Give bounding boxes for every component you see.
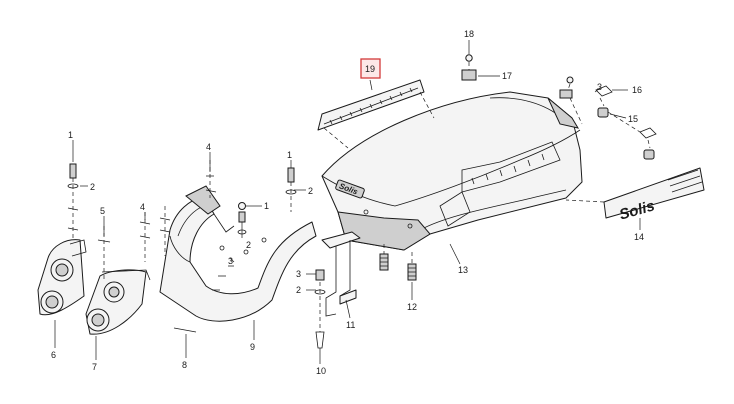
clip-17	[461, 69, 477, 81]
screw-18	[465, 54, 473, 62]
callout-13: 13	[458, 265, 468, 275]
callout-5: 5	[100, 206, 105, 216]
callout-3c: 3	[597, 82, 602, 92]
callout-1c: 1	[287, 150, 292, 160]
callout-9: 9	[250, 342, 255, 352]
callout-2b: 2	[246, 240, 251, 250]
callout-18: 18	[464, 29, 474, 39]
washer-16b	[639, 127, 657, 139]
callout-19: 19	[365, 64, 375, 74]
screw-right-a	[566, 76, 574, 84]
callout-16: 16	[632, 85, 642, 95]
clip-right-b	[559, 89, 573, 99]
callout-3a: 3	[228, 256, 233, 266]
washer-16a	[595, 85, 613, 97]
callout-labels: 1 2 5 4 4 1 2 3 1 2 3 2 10 11 12 13 14 1…	[51, 29, 644, 376]
callout-11: 11	[346, 320, 355, 330]
callout-6: 6	[51, 350, 56, 360]
side-panel-14: Solis	[565, 167, 705, 224]
hardware-right	[461, 54, 657, 160]
vent-panel-19	[317, 79, 435, 149]
bushing-15b	[643, 149, 655, 160]
callout-2c: 2	[308, 186, 313, 196]
callout-1b: 1	[264, 201, 269, 211]
callout-1a: 1	[68, 130, 73, 140]
callout-4b: 4	[206, 142, 211, 152]
headlight-6	[37, 239, 87, 316]
highlight-19-badge	[360, 58, 381, 79]
hood-assembly: Solis	[321, 91, 583, 251]
callout-8: 8	[182, 360, 187, 370]
callout-7: 7	[92, 362, 97, 372]
callout-10: 10	[316, 366, 326, 376]
callout-12: 12	[407, 302, 417, 312]
callout-14: 14	[634, 232, 644, 242]
callout-2d: 2	[296, 285, 301, 295]
callout-2a: 2	[90, 182, 95, 192]
callout-17: 17	[502, 71, 512, 81]
callout-15: 15	[628, 114, 638, 124]
leader-lines	[54, 40, 641, 364]
bushing-15a	[597, 107, 609, 118]
headlight-7	[85, 269, 151, 335]
bracket-11	[321, 231, 417, 317]
callout-3b: 3	[296, 269, 301, 279]
bumper-9	[159, 185, 317, 322]
callout-4a: 4	[140, 202, 145, 212]
